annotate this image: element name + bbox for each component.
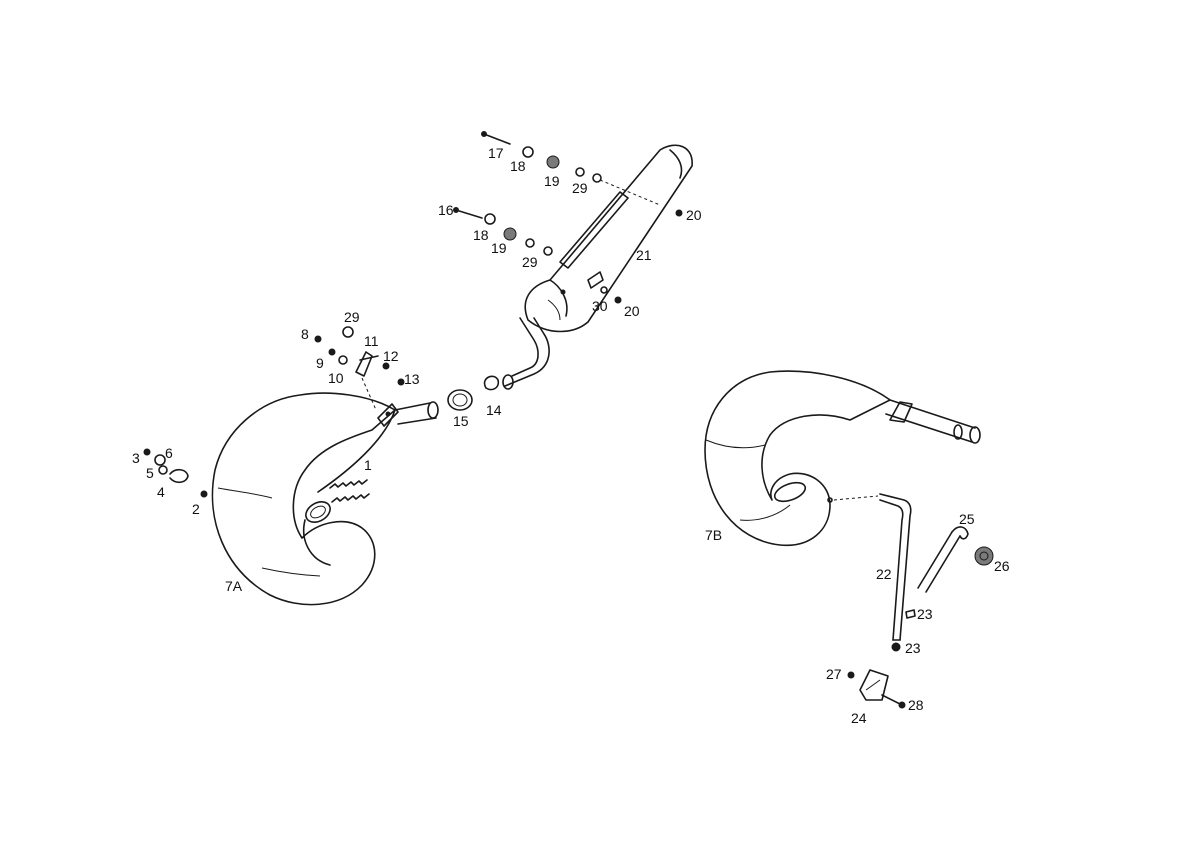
label-3: 3 <box>132 450 140 466</box>
valve-assembly <box>847 669 906 709</box>
label-11: 11 <box>364 333 379 349</box>
label-8: 8 <box>301 326 309 342</box>
label-23b: 23 <box>905 640 921 656</box>
label-5: 5 <box>146 465 154 481</box>
label-24: 24 <box>851 710 867 726</box>
label-25: 25 <box>959 511 975 527</box>
springs <box>329 479 370 503</box>
left-fasteners <box>143 448 208 498</box>
label-18a: 18 <box>510 158 526 174</box>
silencer-mounts <box>453 131 683 304</box>
label-14: 14 <box>486 402 502 418</box>
expansion-chamber-7b <box>704 370 981 547</box>
label-28: 28 <box>908 697 924 713</box>
label-4: 4 <box>157 484 165 500</box>
callout-labels: 1 2 3 4 5 6 7A 7B 8 9 10 11 12 13 14 15 … <box>132 145 1010 726</box>
label-29b: 29 <box>572 180 588 196</box>
label-19a: 19 <box>544 173 560 189</box>
label-7b: 7B <box>705 527 722 543</box>
label-29a: 29 <box>344 309 360 325</box>
label-19b: 19 <box>491 240 507 256</box>
label-26: 26 <box>994 558 1010 574</box>
silencer <box>524 144 693 333</box>
label-10: 10 <box>328 370 344 386</box>
label-17: 17 <box>488 145 504 161</box>
pipe-joint <box>447 317 550 411</box>
label-2: 2 <box>192 501 200 517</box>
label-21: 21 <box>636 247 652 263</box>
label-12: 12 <box>383 348 399 364</box>
label-27: 27 <box>826 666 842 682</box>
label-29c: 29 <box>522 254 538 270</box>
label-22: 22 <box>876 566 892 582</box>
label-30: 30 <box>592 298 608 314</box>
label-16: 16 <box>438 202 454 218</box>
label-7a: 7A <box>225 578 243 594</box>
label-20b: 20 <box>624 303 640 319</box>
label-23a: 23 <box>917 606 933 622</box>
expansion-chamber-7a <box>211 392 439 606</box>
label-20a: 20 <box>686 207 702 223</box>
tubes <box>833 493 994 652</box>
bracket-parts <box>314 326 405 411</box>
label-15: 15 <box>453 413 469 429</box>
label-18b: 18 <box>473 227 489 243</box>
label-13: 13 <box>404 371 420 387</box>
label-9: 9 <box>316 355 324 371</box>
label-1: 1 <box>364 457 372 473</box>
label-6: 6 <box>165 445 173 461</box>
